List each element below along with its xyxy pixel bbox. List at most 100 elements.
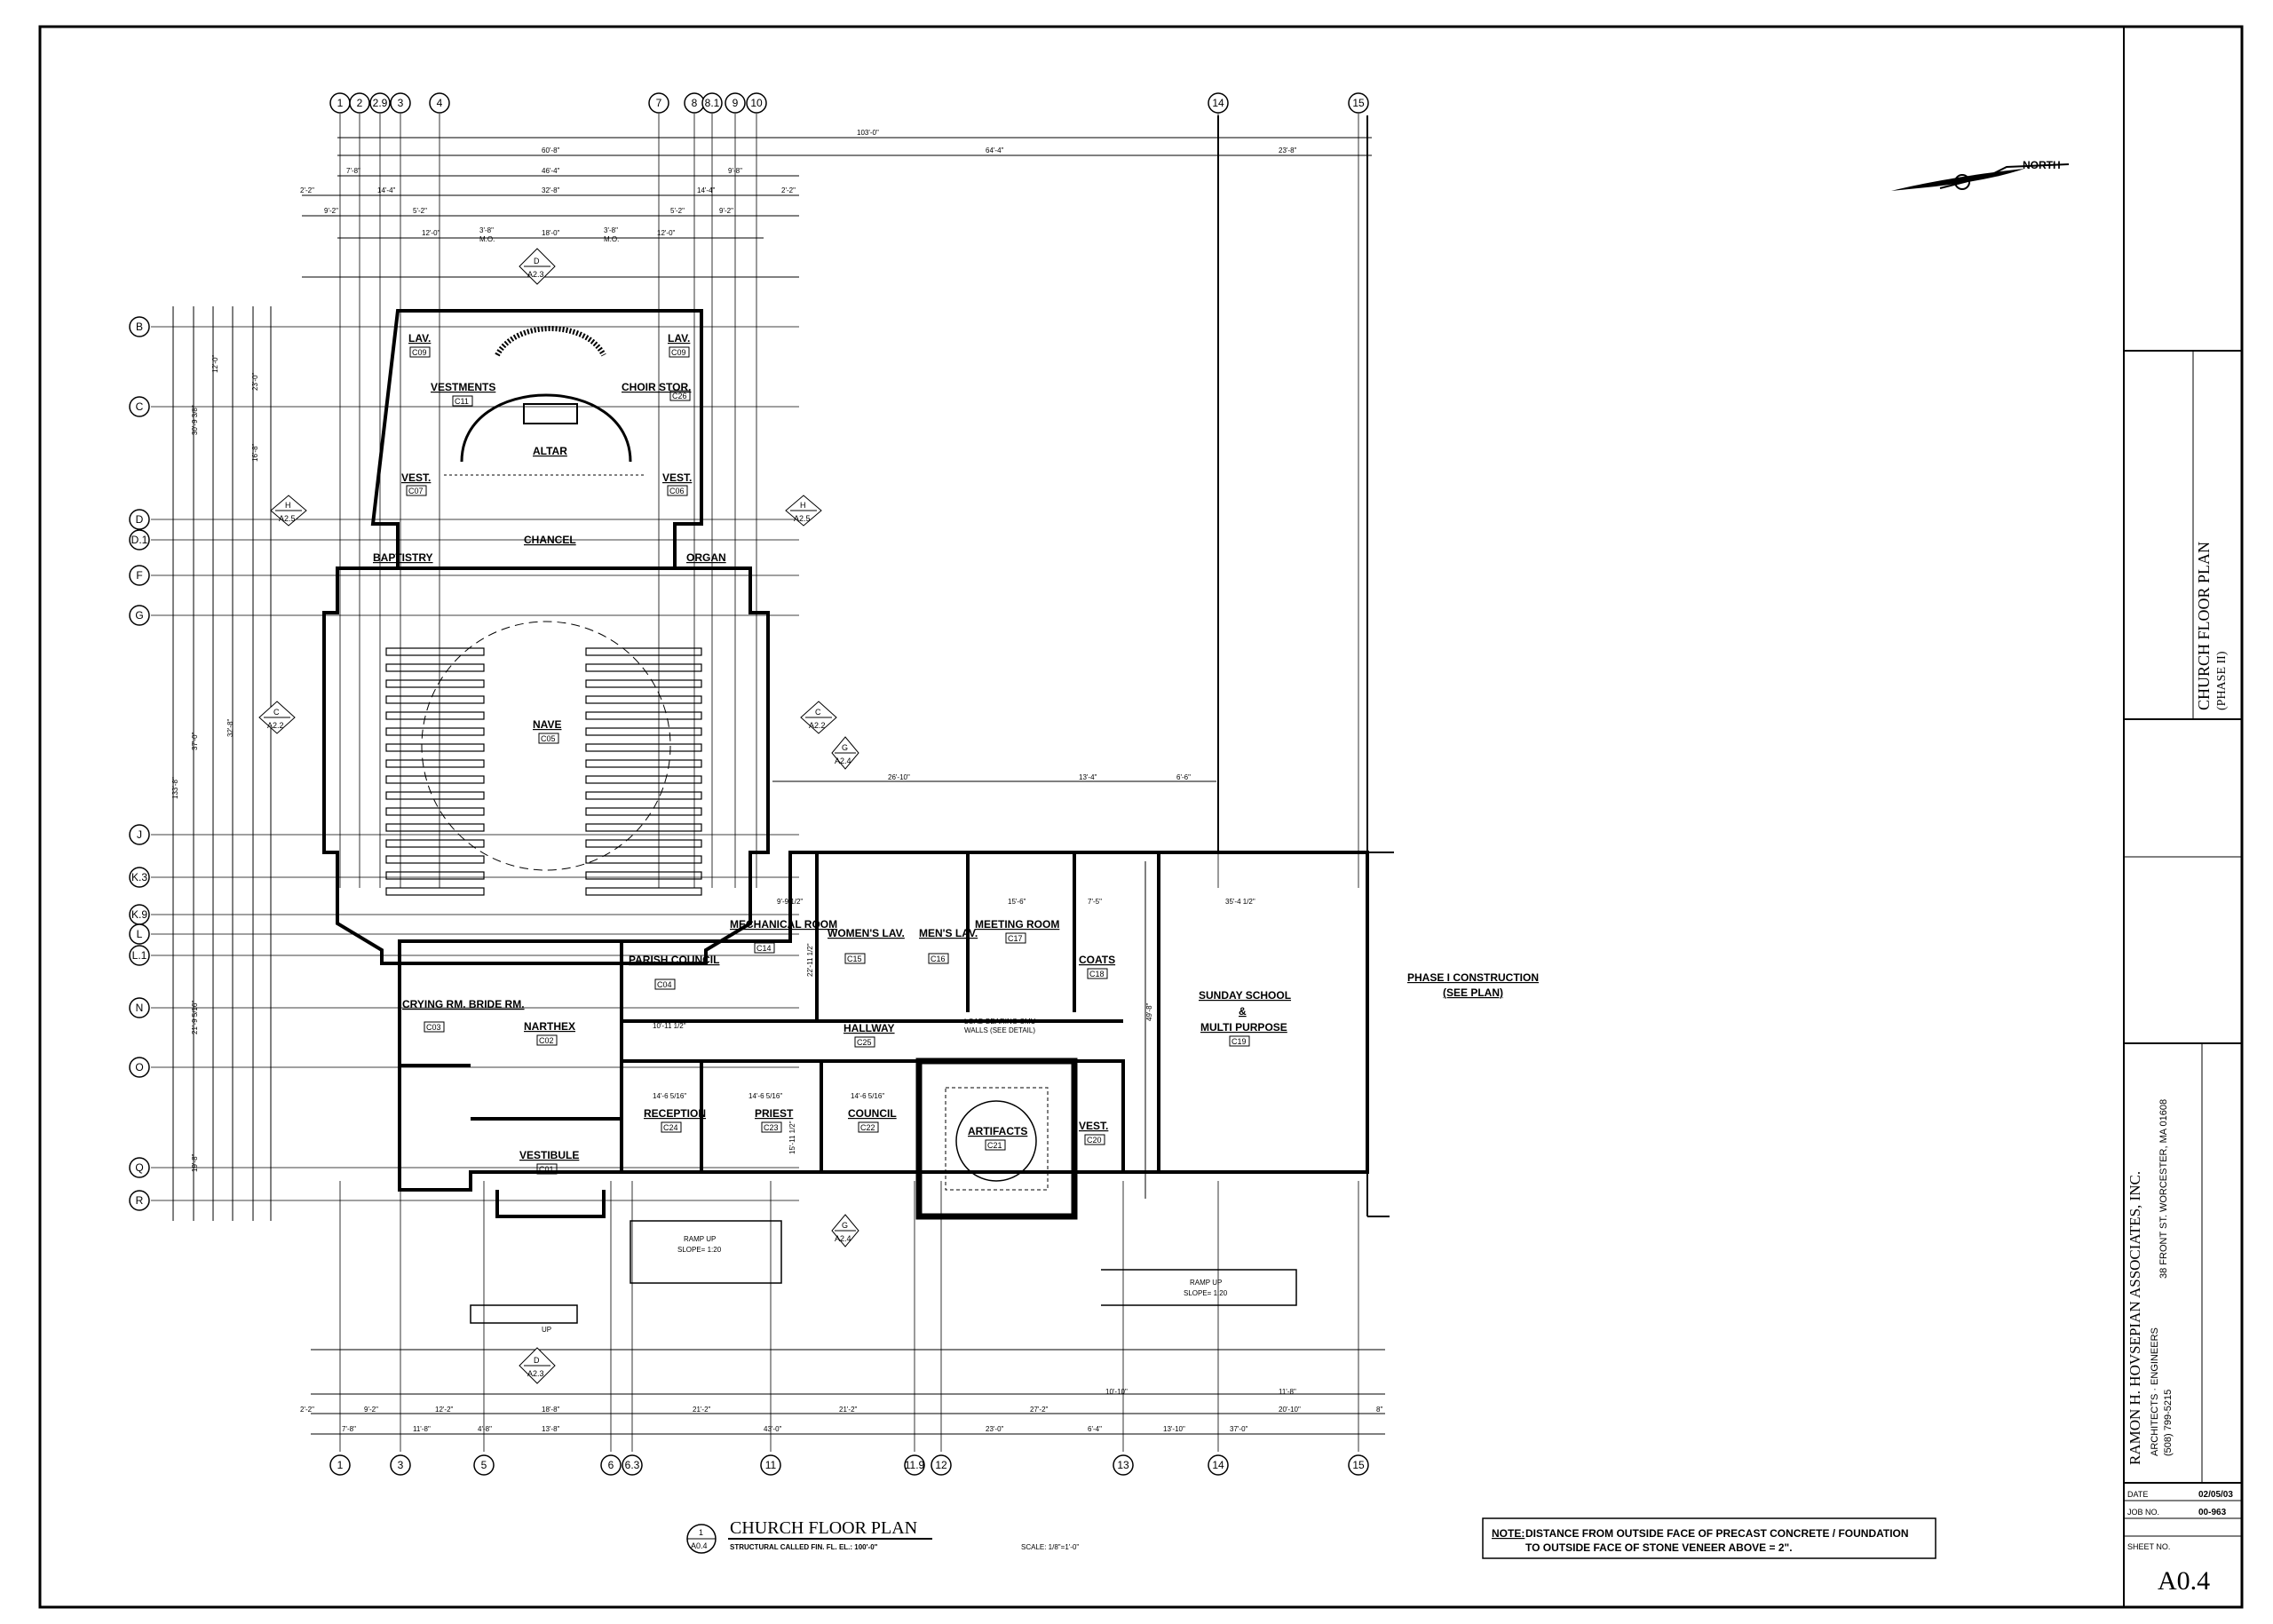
tag-council: C22 (860, 1123, 875, 1132)
nave-dome-outline (421, 621, 671, 871)
tag-vestibule: C01 (539, 1165, 554, 1174)
grid-bubble-left-O: O (129, 1057, 150, 1078)
room-tags: C09 C09 C11 C26 C07 C06 C05 C14 C15 C16 … (406, 346, 1250, 1175)
room-labels: LAV. LAV. VESTMENTS CHOIR STOR. ALTAR VE… (373, 332, 1291, 1161)
svg-text:B: B (136, 321, 143, 333)
dim-bot-4: 43'-0" (764, 1425, 782, 1433)
dim-bot2-6: 27'-2" (1030, 1406, 1049, 1414)
dim-bot-0: 7'-8" (342, 1425, 356, 1433)
svg-text:14: 14 (1212, 97, 1224, 109)
svg-text:C: C (273, 708, 280, 717)
sheet-title: CHURCH FLOOR PLAN (2195, 542, 2213, 710)
dim-wing-3: 15'-6" (1008, 898, 1026, 906)
ramp-2-label: RAMP UP (1190, 1279, 1222, 1287)
nave-pews (385, 647, 702, 896)
firm-discipline: ARCHITECTS · ENGINEERS (2150, 1327, 2160, 1456)
room-multi-purpose: MULTI PURPOSE (1200, 1021, 1287, 1034)
svg-text:14: 14 (1212, 1459, 1224, 1471)
svg-text:G: G (842, 743, 848, 752)
dim-bot2-4: 21'-2" (693, 1406, 711, 1414)
pew (385, 775, 485, 784)
sheet-no-label: SHEET NO. (2127, 1542, 2170, 1551)
dim-top-i: 32'-8" (542, 186, 560, 194)
svg-text:A2.4: A2.4 (835, 757, 851, 765)
tag-coats: C18 (1089, 970, 1105, 978)
grid-bubble-left-F: F (129, 565, 150, 586)
room-meeting: MEETING ROOM (975, 918, 1059, 931)
room-altar: ALTAR (533, 445, 567, 457)
dim-top-o: 9'-2" (719, 207, 733, 215)
svg-text:5: 5 (481, 1459, 487, 1471)
section-mark-h-left: HA2.5 (270, 495, 307, 527)
dim-top-g: 2'-2" (300, 186, 314, 194)
dim-top-l: 9'-2" (324, 207, 338, 215)
dim-wing-6: 49'-8" (1145, 1002, 1153, 1021)
grid-bubble-bottom-11: 11 (760, 1454, 781, 1476)
dim-bot-9: 20'-10" (1279, 1406, 1301, 1414)
pew (385, 647, 485, 656)
dim-bot-5: 23'-0" (986, 1425, 1004, 1433)
dim-left-0: 30'-9 3/8" (191, 405, 199, 435)
room-lav-left: LAV. (408, 332, 431, 345)
dim-top-p: 12'-0" (422, 229, 440, 237)
dim-top-t: 12'-0" (657, 229, 676, 237)
dim-left-7: 32'-8" (226, 718, 234, 737)
svg-text:2: 2 (357, 97, 363, 109)
svg-text:A2.4: A2.4 (835, 1234, 851, 1243)
north-arrow: NORTH (1891, 159, 2070, 191)
dim-bot-6: 6'-4" (1088, 1425, 1102, 1433)
pew (385, 839, 485, 848)
grid-bubble-top-4: 4 (429, 92, 450, 114)
room-vestibule: VESTIBULE (519, 1149, 579, 1161)
room-coats: COATS (1079, 954, 1115, 966)
svg-text:H: H (285, 501, 291, 510)
svg-text:J: J (137, 828, 142, 841)
svg-text:3: 3 (398, 1459, 404, 1471)
dim-top-e: 46'-4" (542, 167, 560, 175)
pew (585, 663, 702, 672)
grid-bubble-top-14: 14 (1208, 92, 1229, 114)
dim-wing-1: 13'-4" (1079, 773, 1097, 781)
dim-bot-2: 4'-8" (478, 1425, 492, 1433)
grid-bubble-bottom-6: 6 (600, 1454, 622, 1476)
dim-wing-12: 14'-6 5/16" (851, 1092, 884, 1100)
pew (585, 679, 702, 688)
pew (385, 887, 485, 896)
svg-text:L.1: L.1 (132, 949, 147, 962)
grid-bubble-top-1: 1 (329, 92, 351, 114)
svg-text:8.1: 8.1 (705, 97, 720, 109)
grid-bubble-left-K.3: K.3 (129, 867, 150, 888)
pew (385, 871, 485, 880)
tag-mechanical: C14 (756, 944, 772, 953)
section-mark-g-bottom: GA2.4 (831, 1214, 859, 1248)
dim-top-r: 18'-0" (542, 229, 560, 237)
tag-priest: C23 (764, 1123, 779, 1132)
grid-bubble-top-8: 8 (684, 92, 705, 114)
date-label: DATE (2127, 1490, 2148, 1499)
svg-text:9: 9 (733, 97, 739, 109)
pew (585, 775, 702, 784)
job-value: 00-963 (2198, 1508, 2227, 1517)
pew (385, 855, 485, 864)
svg-text:D: D (534, 1356, 540, 1365)
room-mens-lav: MEN'S LAV. (919, 927, 978, 939)
dim-top-h: 14'-4" (377, 186, 396, 194)
dim-bot2-7: 10'-10" (1105, 1388, 1128, 1396)
site-elements (470, 1220, 1297, 1324)
artifacts-display-ring (945, 1087, 1049, 1191)
section-mark-c-left: CA2.2 (258, 701, 296, 734)
grid-bubble-left-Q: Q (129, 1157, 150, 1178)
sheet-border (38, 25, 2244, 1609)
dim-top-mo2: M.O. (604, 235, 619, 243)
svg-text:8: 8 (692, 97, 698, 109)
pew (385, 695, 485, 704)
svg-text:H: H (800, 501, 806, 510)
grid-bubble-top-3: 3 (390, 92, 411, 114)
grid-bubble-top-15: 15 (1348, 92, 1369, 114)
phase-note-line1: PHASE I CONSTRUCTION (1407, 971, 1539, 984)
tag-narthex: C02 (539, 1036, 554, 1045)
tag-parish: C04 (657, 980, 672, 989)
svg-text:15: 15 (1352, 97, 1365, 109)
room-organ: ORGAN (686, 551, 726, 564)
grid-bubble-bottom-13: 13 (1113, 1454, 1134, 1476)
